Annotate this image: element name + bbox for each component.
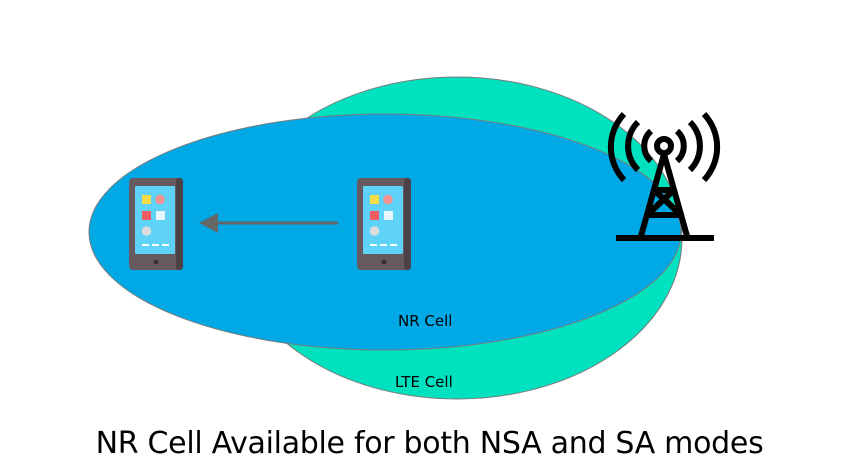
smartphone-icon — [357, 178, 411, 270]
smartphone-icon — [129, 178, 183, 270]
cell-tower-icon — [607, 111, 721, 241]
lte-cell-label: LTE Cell — [395, 373, 453, 391]
diagram-caption: NR Cell Available for both NSA and SA mo… — [95, 426, 764, 461]
nr-cell-label: NR Cell — [398, 312, 453, 330]
arrow-left-icon — [199, 213, 338, 233]
